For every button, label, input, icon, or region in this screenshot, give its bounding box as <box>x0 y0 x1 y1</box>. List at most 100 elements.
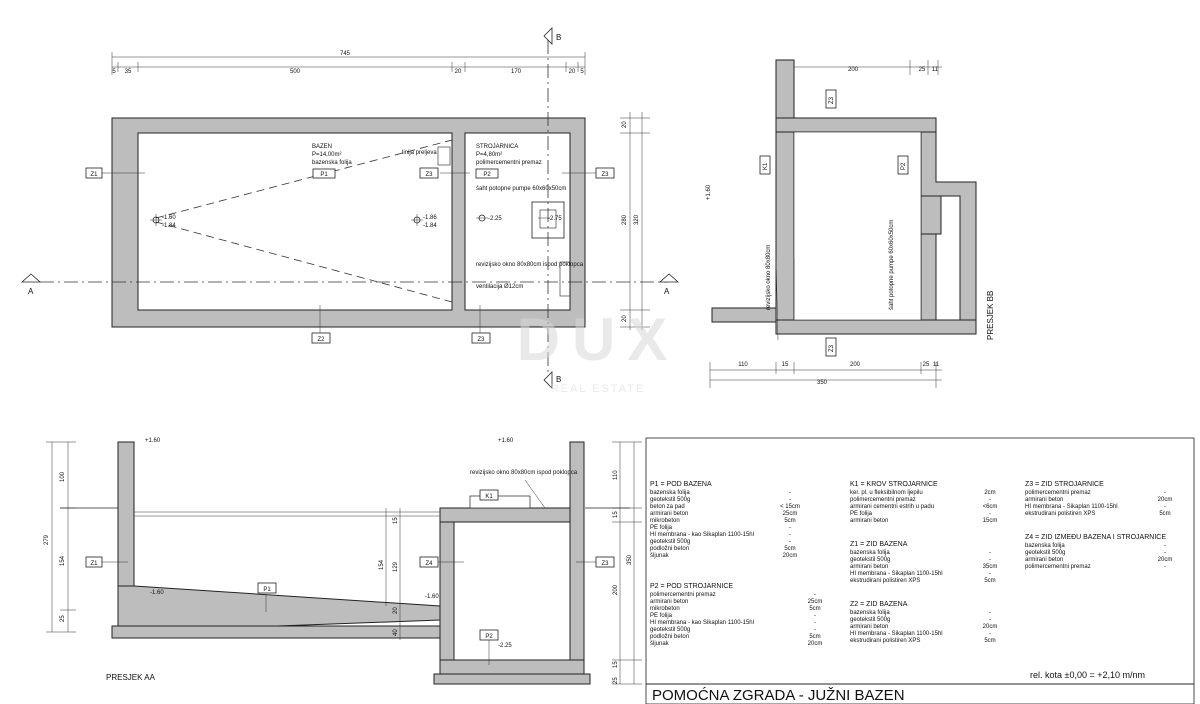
legend-p1-thickness-4: 5cm <box>784 518 795 524</box>
svg-text:-1.60: -1.60 <box>162 215 176 221</box>
aa-dim-right-4: 15 <box>613 661 619 668</box>
legend-z2-layer-4: ekstrudirani polistiren XPS <box>850 638 920 644</box>
aa-dim-left-1: 100 <box>60 471 66 482</box>
aa-title: PRESJEK AA <box>106 673 156 682</box>
legend-z2-thickness-4: 5cm <box>984 638 995 644</box>
aa-dim-right-0: 110 <box>613 470 619 480</box>
bb-dim-bottom-4: 11 <box>933 362 940 368</box>
note-hatch: revizijsko okno 80x80cm ispod poklopca <box>476 262 584 268</box>
legend-k1-thickness-1: - <box>989 497 991 503</box>
legend-p1-layer-8: podložni beton <box>650 546 689 552</box>
dim-right-3: 20 <box>622 315 628 322</box>
dim-top-2: 500 <box>290 69 301 75</box>
tag-z2: Z2 <box>317 337 325 343</box>
legend-k1-layer-0: ker. pl. u fleksibilnom ljepilu <box>850 490 923 496</box>
legend-p2-thickness-4: - <box>814 620 816 626</box>
legend-z2-layer-3: HI membrana - Sikaplan 1100-15hl <box>850 631 943 637</box>
dim-top-5: 20 <box>569 69 576 75</box>
bb-dim-top-0: 200 <box>848 67 859 73</box>
bb-hatch-note: revizijsko okno 80x80cm <box>766 245 772 310</box>
legend-p2-layer-3: PE folija <box>650 613 673 619</box>
legend-z3-layer-2: HI membrana - Sikaplan 1100-15hl <box>1025 504 1118 510</box>
watermark: DUX REAL ESTATE <box>517 306 680 395</box>
legend-p1-thickness-6: - <box>789 532 791 538</box>
aa-tag-z4: Z4 <box>425 561 433 567</box>
legend-z4: Z4 = ZID IZMEĐU BAZENA I STROJARNICEbaze… <box>1025 534 1172 570</box>
bb-dim-top-1: 25 <box>919 67 926 73</box>
svg-text:-2.25: -2.25 <box>488 216 502 222</box>
strojarnica-area: P=4,80m² <box>476 152 502 158</box>
legend-p2-thickness-7: 20cm <box>808 641 823 647</box>
legend-z3-thickness-3: 5cm <box>1159 511 1170 517</box>
legend-p2-thickness-2: 5cm <box>809 606 820 612</box>
legend-z2-layer-0: bazenska folija <box>850 610 890 616</box>
aa-tag-k1: K1 <box>485 494 493 500</box>
aa-dim-left-2: 154 <box>60 555 66 566</box>
legend-z4-layer-2: armirani beton <box>1025 557 1063 563</box>
legend-p2-layer-6: podložni beton <box>650 634 689 640</box>
bb-title: PRESJEK BB <box>986 291 995 340</box>
aa-dim-inner-1: 129 <box>393 561 399 572</box>
aa-tag-z1: Z1 <box>90 561 98 567</box>
bazen-area: P=14,00m² <box>312 152 342 158</box>
title-block-title: POMOĆNA ZGRADA - JUŽNI BAZEN <box>652 687 905 704</box>
tag-z3-c: Z3 <box>477 337 485 343</box>
watermark-sub: REAL ESTATE <box>551 383 646 395</box>
aa-dim-right-5: 25 <box>613 677 619 684</box>
level-marker-d: -2.75 <box>538 216 562 222</box>
legend-k1-thickness-2: <6cm <box>983 504 998 510</box>
section-a-right: A <box>664 287 670 296</box>
dim-top-0: 5 <box>112 69 116 75</box>
svg-text:-1.84: -1.84 <box>423 223 437 229</box>
level-marker-a: -1.60 -1.84 <box>150 214 176 229</box>
legend-z3-layer-1: armirani beton <box>1025 497 1063 503</box>
legend-p1-layer-2: beton za pad <box>650 504 685 510</box>
legend-k1-layer-2: armirani cementni estrih u padu <box>850 504 934 510</box>
tag-z3-b: Z3 <box>601 172 609 178</box>
legend-z1-layer-1: geotekstil 500g <box>850 557 890 563</box>
bazen-finish: bazenska folija <box>312 160 352 166</box>
legend-p2-layer-2: mikrobeton <box>650 606 680 612</box>
bb-dim-top-2: 11 <box>932 67 939 73</box>
legend-z2-layer-2: armirani beton <box>850 624 888 630</box>
tag-p2: P2 <box>483 172 491 178</box>
dim-total: 745 <box>340 51 351 57</box>
dim-right-1: 280 <box>622 214 628 225</box>
legend-p2-thickness-3: - <box>814 613 816 619</box>
legend-p1-thickness-9: 20cm <box>783 553 798 559</box>
legend-z4-layer-0: bazenska folija <box>1025 543 1065 549</box>
strojarnica-finish: polimercementni premaz <box>476 160 542 166</box>
legend-k1-thickness-3: - <box>989 511 991 517</box>
plan-walls <box>111 117 586 328</box>
legend-p1-thickness-5: - <box>789 525 791 531</box>
dim-top-4: 170 <box>511 69 522 75</box>
strojarnica-title: STROJARNICA <box>476 144 518 150</box>
legend-p1-thickness-0: - <box>789 490 791 496</box>
aa-dim-inner-2: 15 <box>393 517 399 524</box>
legend-k1-layer-4: armirani beton <box>850 518 888 524</box>
legend-k1-layer-1: polimercementni premaz <box>850 497 916 503</box>
aa-dim-inner-3: 20 <box>393 607 399 614</box>
tag-p1: P1 <box>320 172 328 178</box>
section-a-left: A <box>28 287 34 296</box>
aa-dim-inner-4: 40 <box>393 629 399 636</box>
legend-z2-thickness-1: - <box>989 617 991 623</box>
legend-p1-layer-9: šljunak <box>650 553 670 559</box>
aa-dim-left-0: 279 <box>44 534 50 545</box>
legend-z1-thickness-4: 5cm <box>984 578 995 584</box>
legend-z3-layer-3: ekstrudirani polistiren XPS <box>1025 511 1095 517</box>
legend-z4-layer-3: polimercementni premaz <box>1025 564 1091 570</box>
legend-p1-layer-0: bazenska folija <box>650 490 690 496</box>
svg-text:-1.84: -1.84 <box>162 223 176 229</box>
tag-z1: Z1 <box>90 172 98 178</box>
watermark-brand: DUX <box>517 306 680 373</box>
legend-z1-thickness-2: 35cm <box>983 564 998 570</box>
legend-p1-thickness-2: < 15cm <box>780 504 800 510</box>
legend-p1-thickness-1: - <box>789 497 791 503</box>
floor-plan: 745 5 35 500 20 170 20 5 B B A A BAZEN P… <box>20 27 680 389</box>
aa-dim-right-3: 200 <box>613 584 619 595</box>
aa-hatch-note: revizijsko okno 80x80cm ispod poklopca <box>470 470 578 476</box>
